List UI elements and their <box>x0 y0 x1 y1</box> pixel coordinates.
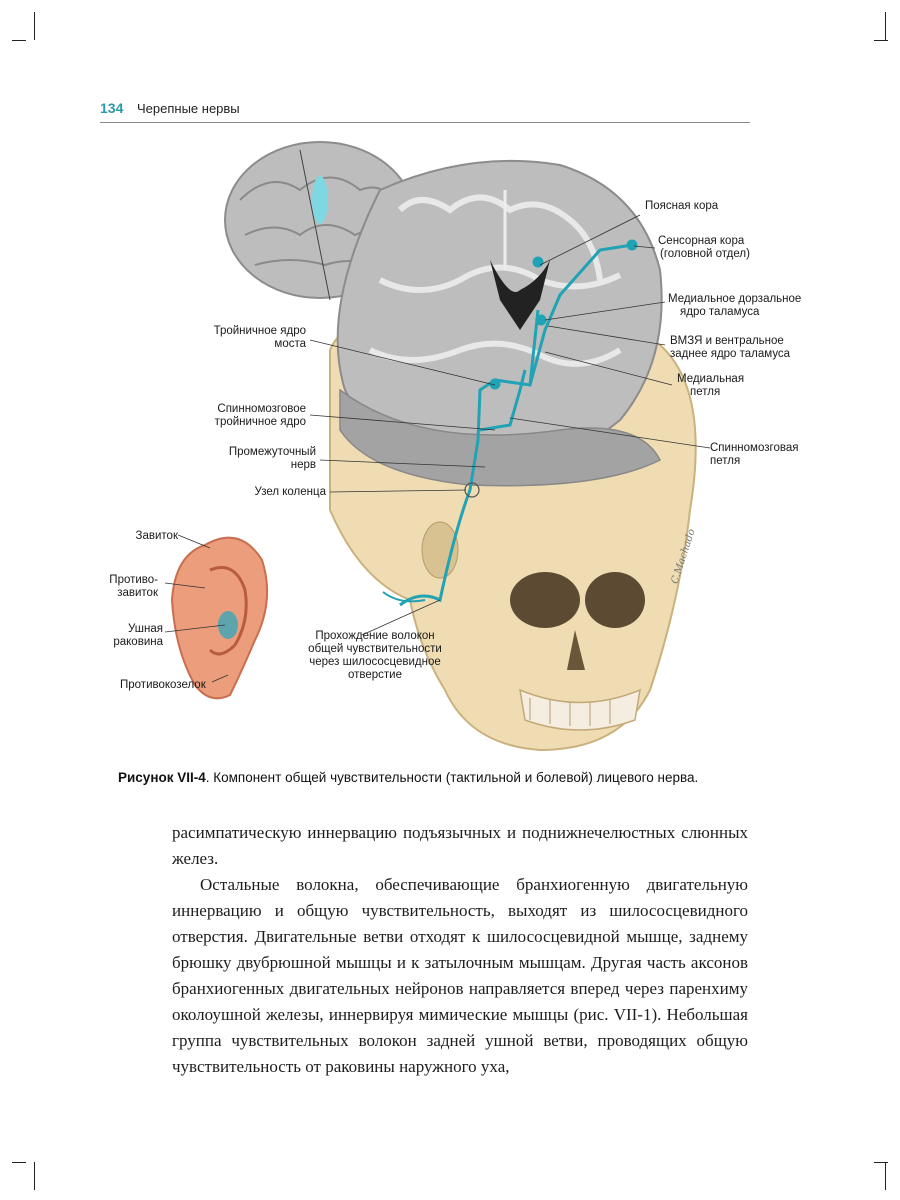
crop-mark <box>12 40 26 41</box>
crop-mark <box>874 40 888 41</box>
label-mediodorsal-2: ядро таламуса <box>680 306 760 318</box>
anatomy-figure: Поясная кора Сенсорная кора (головной от… <box>0 130 900 770</box>
crop-mark <box>34 1162 35 1190</box>
label-sensory-1: Сенсорная кора <box>658 235 745 247</box>
label-lemniscus-2: петля <box>690 386 721 398</box>
paragraph-1: расимпатическую иннервацию подъязычных и… <box>172 823 748 868</box>
crop-mark <box>34 12 35 40</box>
label-antihelix-1: Противо- <box>109 574 158 586</box>
label-vpm-1: ВМЗЯ и вентральное <box>670 335 784 347</box>
label-helix: Завиток <box>135 530 178 542</box>
label-lemniscus-1: Медиальная <box>677 373 745 385</box>
label-intermediate-2: нерв <box>290 459 316 471</box>
label-passage-1: Прохождение волокон <box>315 630 435 642</box>
label-spinal-trigeminal-1: Спинномозговое <box>217 403 306 415</box>
label-sensory-2: (головной отдел) <box>660 248 750 260</box>
label-vpm-2: заднее ядро таламуса <box>670 348 791 360</box>
running-title: Черепные нервы <box>137 101 240 116</box>
label-cingulate: Поясная кора <box>645 200 719 212</box>
label-leader-lines <box>309 214 711 636</box>
label-spinal-loop-1: Спинномозговая <box>710 442 799 454</box>
label-geniculate: Узел коленца <box>254 486 326 498</box>
header-rule <box>100 122 750 123</box>
label-antitragus: Противокозелок <box>120 679 206 691</box>
label-trigeminal-1: Тройничное ядро <box>213 325 306 337</box>
nerve-pathway <box>382 239 638 607</box>
ear-illustration <box>164 534 269 700</box>
page-header: 134 Черепные нервы <box>100 100 750 122</box>
caption-text: . Компонент общей чувствительности (такт… <box>205 770 699 785</box>
crop-mark <box>885 1162 886 1190</box>
crop-mark <box>885 12 886 40</box>
label-spinal-loop-2: петля <box>710 455 741 467</box>
label-mediodorsal-1: Медиальное дорзальное <box>668 293 802 305</box>
caption-label: Рисунок VII-4 <box>118 770 206 785</box>
brain-coronal-section <box>336 159 663 487</box>
label-antihelix-2: завиток <box>117 587 158 599</box>
label-passage-3: через шилососцевидное <box>309 656 441 668</box>
label-intermediate-1: Промежуточный <box>228 446 316 458</box>
label-concha-2: раковина <box>113 636 163 648</box>
label-trigeminal-2: моста <box>274 338 306 350</box>
anatomy-illustration <box>164 141 711 752</box>
body-text: расимпатическую иннервацию подъязычных и… <box>172 820 748 1080</box>
crop-mark <box>12 1162 26 1163</box>
label-spinal-trigeminal-2: тройничное ядро <box>214 416 306 428</box>
figure-caption: Рисунок VII-4. Компонент общей чувствите… <box>118 770 818 785</box>
label-concha-1: Ушная <box>128 623 163 635</box>
label-passage-2: общей чувствительности <box>308 643 442 655</box>
crop-mark <box>874 1162 888 1163</box>
paragraph-2: Остальные волокна, обеспечивающие бранхи… <box>172 875 748 1076</box>
label-passage-4: отверстие <box>347 669 403 681</box>
page-number: 134 <box>100 100 124 116</box>
